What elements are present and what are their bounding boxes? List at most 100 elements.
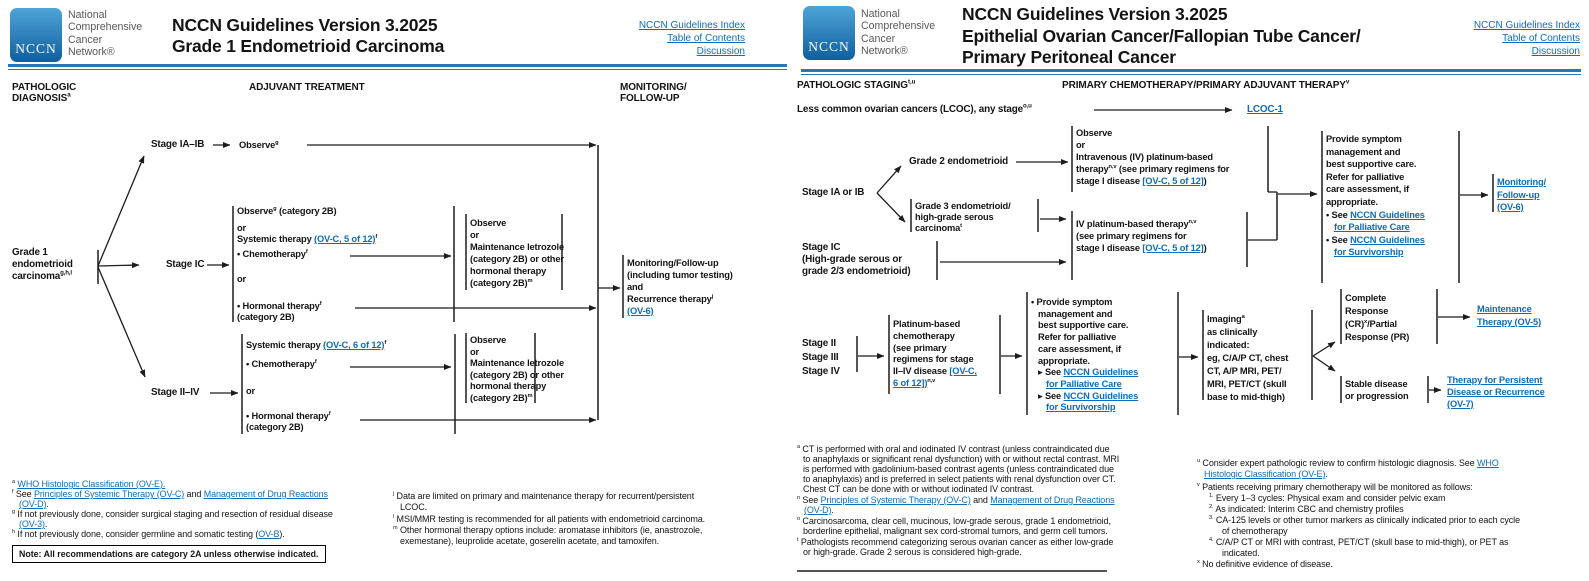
text: f	[305, 248, 308, 255]
link[interactable]: (OV-C, 5 of 12)	[314, 234, 376, 244]
link[interactable]: Principles of Systemic Therapy (OV-C)	[820, 495, 971, 505]
text: m	[393, 525, 398, 531]
monitoring-followup-box-left-line: and	[627, 282, 643, 292]
maintenance-therapy-link-line: Therapy (OV-5)	[1477, 317, 1541, 327]
link[interactable]: [OV-C, 5 of 12]	[1142, 243, 1204, 253]
link[interactable]: Histologic Classification (OV-E)	[1204, 469, 1326, 479]
text: Intravenous (IV) platinum-based	[1076, 152, 1213, 162]
link[interactable]: (OV-7)	[1447, 399, 1474, 409]
text: regimens for stage	[893, 354, 974, 364]
text: Data are limited on primary and maintena…	[394, 491, 695, 501]
link[interactable]: [OV-C, 5 of 12]	[1142, 176, 1204, 186]
maintenance-letrozole-box-1-line: Maintenance letrozole	[470, 242, 564, 252]
text: Stage IA or IB	[802, 187, 865, 198]
nccn-brand-text-line: Comprehensive	[861, 20, 935, 32]
maintenance-letrozole-box-2-line: hormonal therapy	[470, 381, 546, 391]
link[interactable]: for Palliative Care	[1334, 222, 1410, 233]
link[interactable]: [OV-C,	[949, 366, 977, 376]
text: • Hormonal therapy	[246, 411, 329, 421]
monitoring-followup-box-left-line: Monitoring/Follow-up	[627, 258, 719, 268]
maintenance-letrozole-box-1-line: hormonal therapy	[470, 266, 546, 276]
column-header-primary-chemotherapy-line: PRIMARY CHEMOTHERAPY/PRIMARY ADJUVANT TH…	[1062, 79, 1349, 91]
text: Comprehensive	[68, 21, 143, 34]
text: or	[470, 347, 479, 357]
nccn-logo: NCCN	[803, 6, 855, 60]
text: Every 1–3 cycles: Physical exam and cons…	[1213, 493, 1446, 503]
imaging-as-indicated-box-line: indicated:	[1207, 340, 1250, 350]
monitoring-followup-box-left-line: (OV-6)	[627, 306, 654, 316]
column-header-pathologic-diagnosis-line: DIAGNOSISa	[12, 92, 71, 104]
text: n	[797, 495, 801, 501]
text: Imaging	[1207, 314, 1242, 324]
link[interactable]: 6 of 12])	[893, 378, 928, 388]
link[interactable]: for Palliative Care	[1046, 378, 1122, 389]
text: carcinoma	[12, 271, 61, 282]
text: II–IV disease	[893, 366, 950, 376]
text: and	[970, 495, 991, 505]
stage-ii-iv-treatment-box-line: Systemic therapy (OV-C, 6 of 12)f	[246, 340, 386, 350]
text: Observe	[239, 140, 276, 150]
link[interactable]: Principles of Systemic Therapy (OV-C)	[33, 489, 185, 499]
link[interactable]: Table of Contents	[667, 33, 745, 44]
link[interactable]: Therapy for Persistent	[1447, 375, 1543, 385]
text: and	[627, 282, 644, 292]
link[interactable]: Disease or Recurrence	[1447, 387, 1545, 397]
text: base to mid-thigh)	[1207, 392, 1285, 402]
footnotes-right-column-2-line: u Consider expert pathologic review to c…	[1197, 458, 1499, 468]
text: care assessment, if	[1326, 184, 1409, 195]
link[interactable]: NCCN Guidelines	[1063, 390, 1139, 401]
text: (CR)	[1345, 319, 1365, 329]
footnotes-right-column-1-line: o Carcinosarcoma, clear cell, mucinous, …	[797, 516, 1111, 526]
link[interactable]: Monitoring/	[1497, 177, 1546, 187]
symptom-management-box-top-line: • See NCCN Guidelines	[1326, 235, 1425, 245]
link[interactable]: (OV-3)	[19, 519, 45, 529]
symptom-management-box-bottom-line: for Palliative Care	[1031, 379, 1122, 389]
header-nav-links-left-line: Table of Contents	[585, 33, 745, 44]
link[interactable]: Follow-up	[1497, 189, 1540, 200]
link[interactable]: for Survivorship	[1046, 402, 1116, 413]
link[interactable]: (OV-D)	[804, 505, 832, 515]
grade2-observe-iv-platinum-box-line: Observe	[1076, 128, 1112, 138]
symptom-management-box-bottom-line: best supportive care.	[1031, 320, 1129, 330]
stage-ii-iv-label-line: Stage II–IV	[151, 387, 199, 398]
symptom-management-box-bottom-line: • Provide symptom	[1031, 297, 1112, 307]
link[interactable]: NCCN Guidelines	[1350, 234, 1425, 245]
text: and	[184, 489, 204, 499]
link[interactable]: (OV-D)	[19, 499, 47, 509]
link[interactable]: WHO	[1476, 458, 1499, 468]
link[interactable]: WHO Histologic Classification (OV-E).	[17, 479, 166, 489]
text: (see primary regimens for	[1116, 164, 1230, 174]
link[interactable]: NCCN Guidelines Index	[1473, 20, 1580, 31]
text: CT is performed with oral and iodinated …	[800, 444, 1110, 454]
text: MONITORING/	[620, 82, 687, 93]
text: If not previously done, consider surgica…	[15, 509, 333, 519]
footnotes-left-column-2-line: m Other hormonal therapy options include…	[393, 525, 702, 535]
stage-ic-treatment-box-line: • Chemotherapyf	[237, 249, 308, 259]
link[interactable]: Discussion	[1531, 46, 1580, 57]
stage-ic-high-grade-label-line: Stage IC	[802, 242, 840, 253]
text: • Chemotherapy	[237, 249, 306, 259]
link[interactable]: NCCN Guidelines	[1350, 209, 1425, 220]
link[interactable]: NCCN Guidelines Index	[638, 20, 745, 31]
link[interactable]: (OV-6)	[627, 306, 654, 316]
symptom-management-box-bottom-line: appropriate.	[1031, 356, 1090, 366]
link[interactable]: Maintenance	[1477, 304, 1532, 314]
link[interactable]: Management of Drug Reactions	[203, 489, 328, 499]
nccn-brand-text-line: Cancer	[68, 34, 102, 46]
link[interactable]: NCCN Guidelines	[1063, 367, 1139, 378]
link[interactable]: Therapy (OV-5)	[1477, 317, 1542, 327]
iv-platinum-therapy-box-line: IV platinum-based therapyn,v	[1076, 219, 1196, 229]
text: g	[275, 139, 279, 146]
text: Epithelial Ovarian Cancer/Fallopian Tube…	[962, 25, 1361, 46]
link[interactable]: Table of Contents	[1502, 33, 1580, 44]
text: FOLLOW-UP	[620, 92, 680, 104]
link[interactable]: Management of Drug Reactions	[990, 495, 1115, 505]
nccn-brand-text-line: Comprehensive	[68, 21, 142, 33]
link[interactable]: OV-B	[258, 529, 280, 539]
link[interactable]: LCOC-1	[1247, 104, 1283, 115]
text: Cancer	[861, 32, 896, 45]
link[interactable]: (OV-C, 6 of 12)	[323, 340, 385, 350]
link[interactable]: Discussion	[696, 46, 745, 57]
link[interactable]: for Survivorship	[1334, 247, 1404, 258]
link[interactable]: (OV-6)	[1497, 202, 1524, 212]
